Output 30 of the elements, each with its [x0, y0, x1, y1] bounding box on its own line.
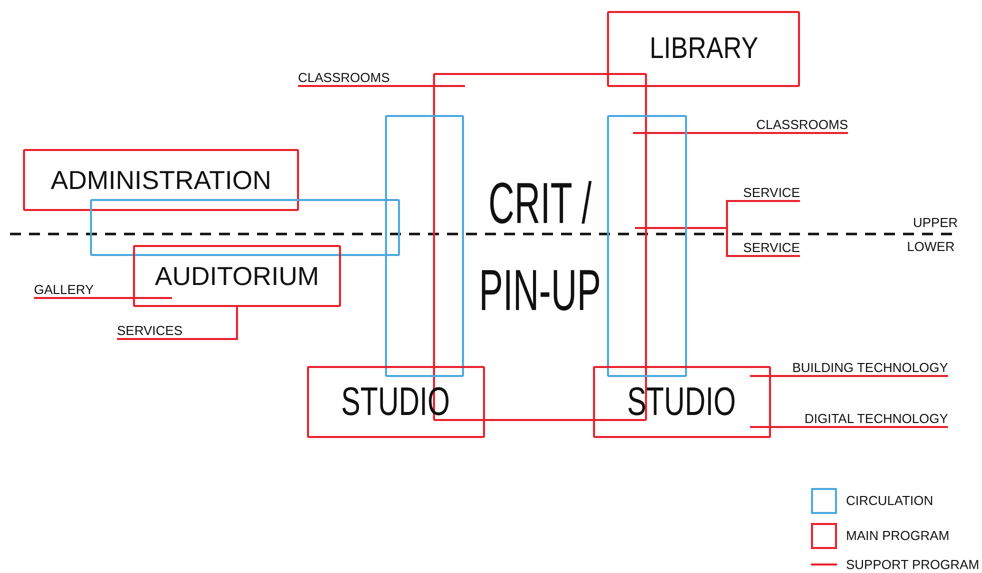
program-name: ADMINISTRATION [50, 167, 272, 193]
program-box [607, 11, 800, 87]
support-program-label: DIGITAL TECHNOLOGY [796, 407, 948, 425]
support-program-label: SERVICE [745, 181, 800, 199]
support-program-label: SERVICE [745, 236, 800, 254]
support-program-label: GALLERY [34, 278, 104, 296]
program-box [23, 149, 299, 211]
leader-line [117, 307, 238, 340]
circulation-box [90, 199, 400, 256]
floor-label: LOWER [907, 239, 955, 254]
leader-line [633, 132, 848, 134]
support-program-label: SERVICES [117, 319, 187, 337]
support-program-label: BUILDING TECHNOLOGY [784, 356, 948, 374]
support-program-label: CLASSROOMS [752, 111, 848, 131]
program-box [133, 245, 341, 307]
legend-label: SUPPORT PROGRAM [846, 557, 980, 572]
floor-label: UPPER [913, 215, 958, 230]
program-name: LIBRARY [649, 34, 758, 64]
circulation-box [607, 115, 687, 377]
circulation-box [385, 115, 464, 377]
support-program-label: CLASSROOMS [298, 66, 393, 84]
legend-label: MAIN PROGRAM [846, 528, 950, 543]
leader-line [750, 375, 948, 377]
leader-line [750, 426, 948, 428]
legend-label: CIRCULATION [846, 493, 934, 508]
leader-line [635, 227, 800, 257]
program-name: AUDITORIUM [154, 263, 320, 289]
leader-line [34, 297, 172, 299]
leader-line [298, 85, 465, 87]
program-name: CRIT / PIN-UP [478, 170, 602, 325]
